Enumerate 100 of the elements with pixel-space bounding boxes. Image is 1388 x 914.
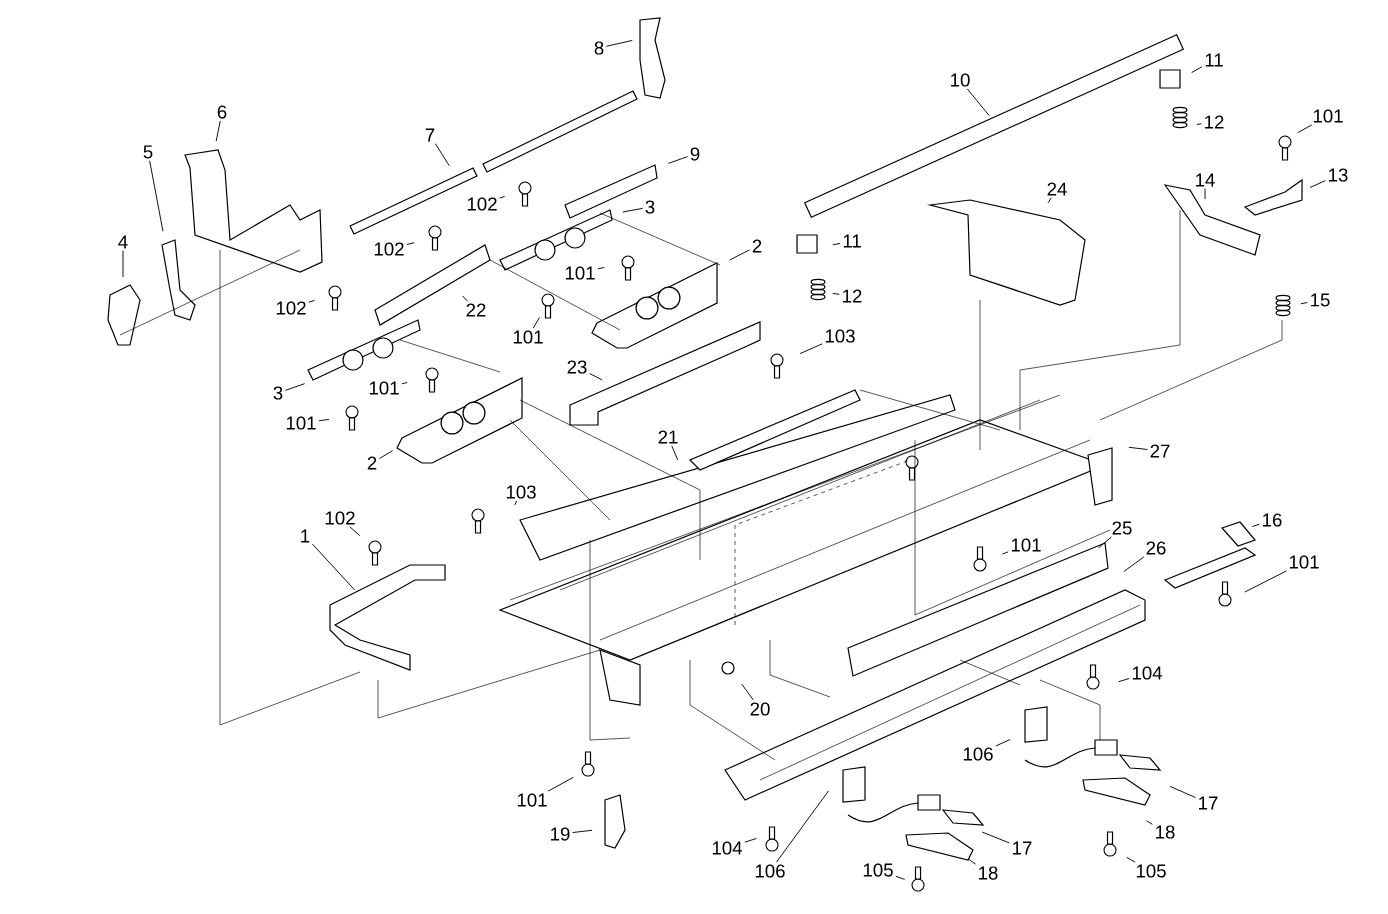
leader-line xyxy=(667,156,688,164)
callout-number: 105 xyxy=(1136,864,1166,878)
leader-line xyxy=(149,160,164,232)
leader-line xyxy=(1297,124,1313,134)
leader-line xyxy=(122,250,124,278)
callout-number: 103 xyxy=(506,485,536,499)
leader-line xyxy=(729,249,750,261)
callout-number: 14 xyxy=(1196,173,1215,187)
leader-line xyxy=(622,207,643,213)
leader-line xyxy=(499,196,506,199)
callout-number: 17 xyxy=(1013,841,1032,855)
callout-number: 12 xyxy=(843,289,862,303)
leader-line xyxy=(462,295,469,302)
leader-line xyxy=(308,299,315,303)
leader-line xyxy=(671,445,679,461)
callout-number: 27 xyxy=(1150,444,1170,458)
leader-line xyxy=(1252,523,1260,527)
callout-number: 21 xyxy=(658,430,678,444)
leader-line xyxy=(1145,820,1153,825)
callout-number: 102 xyxy=(374,242,404,256)
leader-line xyxy=(312,543,356,591)
leader-line xyxy=(589,373,603,381)
callout-number: 22 xyxy=(466,303,486,317)
leader-line xyxy=(744,837,757,843)
callout-number: 3 xyxy=(645,200,655,214)
leader-line xyxy=(349,526,361,537)
leader-line xyxy=(1300,302,1308,305)
callout-number: 102 xyxy=(276,301,306,315)
leader-line xyxy=(547,776,574,792)
leader-line xyxy=(572,829,593,833)
callout-number: 25 xyxy=(1112,521,1132,535)
callout-number: 19 xyxy=(551,827,570,841)
callout-number: 11 xyxy=(843,234,861,248)
leader-line xyxy=(1118,678,1130,683)
leader-line xyxy=(995,739,1011,747)
leader-line xyxy=(1191,66,1203,74)
leader-line xyxy=(832,242,841,246)
callout-number: 101 xyxy=(286,416,316,430)
callout-number: 101 xyxy=(565,266,595,280)
leader-line xyxy=(1309,180,1326,188)
leader-line xyxy=(1204,188,1206,200)
leader-line xyxy=(215,120,221,142)
leader-line xyxy=(514,500,518,506)
callout-number: 5 xyxy=(143,145,153,159)
leader-line xyxy=(1123,556,1145,572)
callout-number: 17 xyxy=(1199,796,1218,810)
leader-line xyxy=(597,267,605,270)
callout-number: 7 xyxy=(425,128,435,142)
leader-line xyxy=(318,418,330,422)
leader-line xyxy=(832,293,840,295)
callout-number: 101 xyxy=(369,381,399,395)
callout-number: 104 xyxy=(712,841,742,855)
callout-number: 2 xyxy=(752,239,762,253)
callout-number: 101 xyxy=(1313,109,1343,123)
callout-number: 18 xyxy=(979,866,998,880)
leader-line xyxy=(406,242,415,245)
callout-number: 6 xyxy=(217,105,227,119)
callout-number: 3 xyxy=(273,386,283,400)
callout-number: 101 xyxy=(1289,555,1319,569)
leader-line xyxy=(1196,123,1202,125)
callout-number: 4 xyxy=(118,235,128,249)
callout-number: 2 xyxy=(367,456,377,470)
leader-line xyxy=(1244,570,1287,593)
leader-line xyxy=(1047,197,1052,204)
callout-number: 105 xyxy=(863,863,893,877)
leader-line xyxy=(966,88,990,116)
callout-number: 101 xyxy=(513,330,543,344)
callout-number: 23 xyxy=(567,360,587,374)
callout-number: 15 xyxy=(1311,293,1330,307)
callout-number: 1 xyxy=(301,529,310,543)
leader-line xyxy=(1126,856,1136,863)
leader-line xyxy=(981,831,1010,844)
leader-line xyxy=(606,39,633,47)
callout-number: 16 xyxy=(1263,513,1282,527)
callout-number: 103 xyxy=(825,329,855,343)
leader-line xyxy=(741,683,754,701)
leader-line xyxy=(968,858,977,865)
callout-number: 101 xyxy=(1011,538,1041,552)
leader-line xyxy=(1001,551,1009,555)
leader-line xyxy=(1128,446,1148,450)
callout-number: 11 xyxy=(1205,53,1223,67)
leader-line xyxy=(895,875,906,880)
leader-line xyxy=(1097,536,1112,549)
callout-number: 106 xyxy=(963,747,993,761)
callout-number: 24 xyxy=(1047,182,1067,196)
callout-number: 104 xyxy=(1132,666,1163,680)
callout-number: 102 xyxy=(467,197,497,211)
leader-line xyxy=(401,382,408,385)
leader-line xyxy=(379,450,394,459)
callout-number: 13 xyxy=(1329,168,1348,182)
callout-number: 101 xyxy=(517,793,547,807)
leader-line xyxy=(799,343,823,355)
callout-number: 10 xyxy=(951,73,970,87)
leader-line xyxy=(1169,785,1196,798)
callout-number: 106 xyxy=(755,864,785,878)
leader-line xyxy=(434,143,450,167)
leader-line xyxy=(776,790,829,863)
callout-number: 20 xyxy=(750,702,770,716)
leader-line xyxy=(285,383,306,391)
callout-number: 8 xyxy=(594,41,604,55)
